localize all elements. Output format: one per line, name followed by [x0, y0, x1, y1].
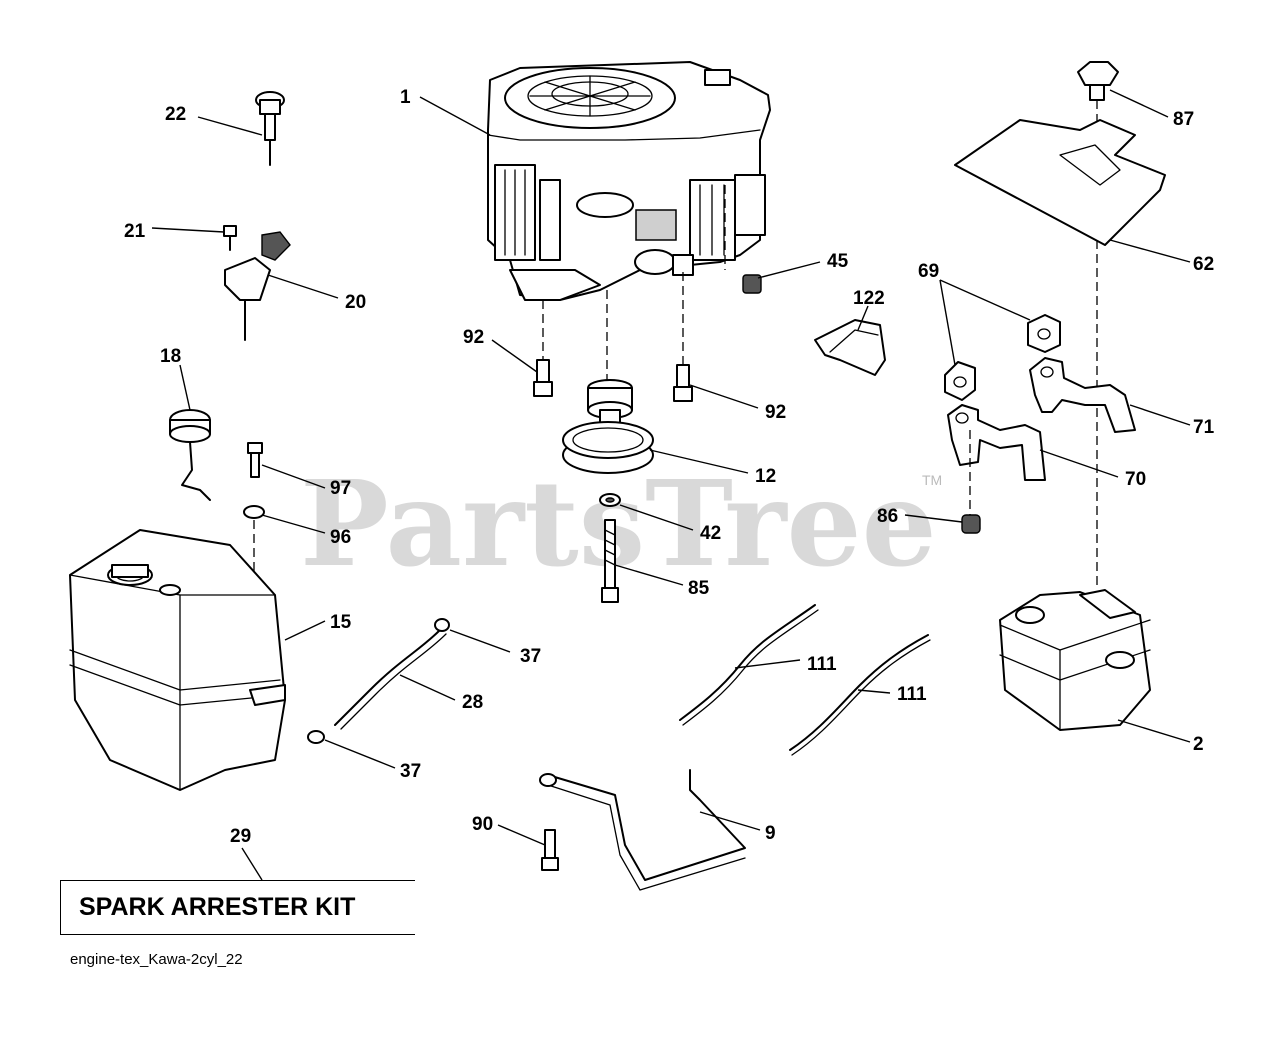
callout-92-left: 92: [463, 327, 484, 348]
callout-20: 20: [345, 292, 366, 313]
clamp-37-top[interactable]: [434, 618, 450, 632]
callout-70: 70: [1125, 469, 1146, 490]
gasket-69-right[interactable]: [1027, 314, 1061, 353]
watermark-trademark: TM: [922, 472, 942, 488]
callout-37-bottom: 37: [400, 761, 421, 782]
callout-28: 28: [462, 692, 483, 713]
callout-92-right: 92: [765, 402, 786, 423]
callout-97: 97: [330, 478, 351, 499]
exhaust-pipe-70[interactable]: [947, 404, 1046, 481]
throttle-control-20[interactable]: [224, 231, 291, 341]
hose-111-left[interactable]: [679, 604, 819, 726]
callout-69: 69: [918, 261, 939, 282]
callout-90: 90: [472, 814, 493, 835]
callout-45: 45: [827, 251, 849, 272]
pulley-12[interactable]: [562, 379, 654, 474]
plug-45[interactable]: [742, 274, 762, 294]
callout-87: 87: [1173, 109, 1194, 130]
callout-111-left: 111: [807, 654, 837, 675]
bolt-92-right[interactable]: [673, 364, 693, 402]
callout-71: 71: [1193, 417, 1215, 438]
clamp-37-bottom[interactable]: [307, 730, 325, 744]
engine-part[interactable]: [487, 61, 771, 301]
callout-1: 1: [400, 87, 411, 108]
bolt-85[interactable]: [601, 519, 619, 603]
fuel-line-28[interactable]: [334, 629, 447, 730]
callout-12: 12: [755, 466, 776, 487]
muffler-cap-87[interactable]: [1077, 61, 1119, 101]
heat-shield-122[interactable]: [814, 319, 886, 376]
screw-21[interactable]: [223, 225, 237, 251]
washer-42[interactable]: [599, 493, 621, 507]
gasket-69-left[interactable]: [944, 361, 976, 401]
callout-86: 86: [877, 506, 898, 527]
bracket-9[interactable]: [539, 769, 746, 891]
callout-122: 122: [853, 288, 885, 309]
callout-15: 15: [330, 612, 352, 633]
fuel-cap-18[interactable]: [169, 409, 211, 501]
callout-37-top: 37: [520, 646, 541, 667]
callout-9: 9: [765, 823, 776, 844]
exhaust-pipe-71[interactable]: [1029, 357, 1136, 433]
callout-18: 18: [160, 346, 181, 367]
callout-22: 22: [165, 104, 186, 125]
shield-plate-62[interactable]: [954, 119, 1166, 246]
callout-85: 85: [688, 578, 710, 599]
nut-86[interactable]: [961, 514, 981, 534]
dipstick-22[interactable]: [255, 91, 285, 166]
washer-96[interactable]: [243, 505, 265, 519]
spark-arrester-kit-box[interactable]: SPARK ARRESTER KIT: [60, 880, 415, 935]
screw-97[interactable]: [247, 442, 263, 478]
muffler-2[interactable]: [999, 589, 1151, 731]
spark-arrester-kit-label: SPARK ARRESTER KIT: [79, 893, 356, 921]
diagram-id: engine-tex_Kawa-2cyl_22: [70, 951, 243, 968]
bolt-90[interactable]: [541, 829, 559, 871]
callout-21: 21: [124, 221, 146, 242]
callout-42: 42: [700, 523, 721, 544]
callout-2: 2: [1193, 734, 1204, 755]
callout-62: 62: [1193, 254, 1214, 275]
callout-96: 96: [330, 527, 351, 548]
leader-lines: [151, 89, 1191, 881]
callout-29: 29: [230, 826, 251, 847]
callout-111-right: 111: [897, 684, 927, 705]
fuel-tank-15[interactable]: [69, 529, 286, 791]
bolt-92-left[interactable]: [533, 359, 553, 397]
watermark-text: PartsTree: [300, 454, 937, 593]
